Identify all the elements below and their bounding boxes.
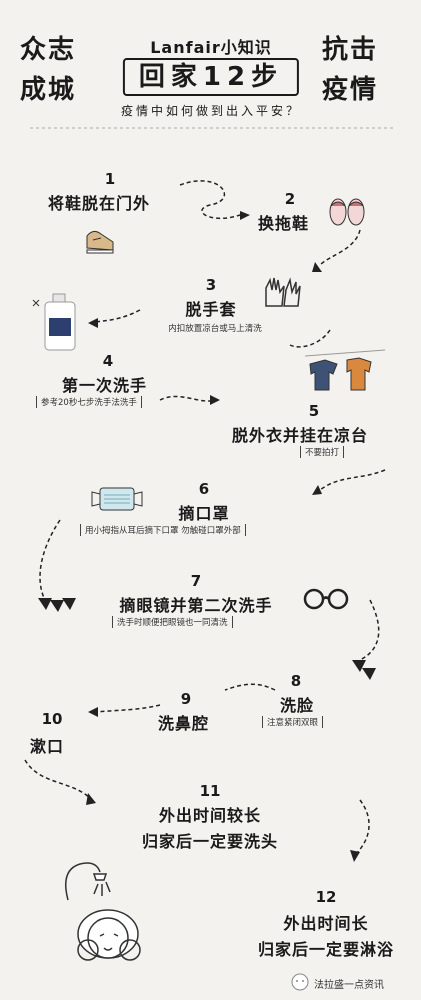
step-2-number: 2 <box>284 190 296 208</box>
step-8-number: 8 <box>290 672 302 690</box>
arrow-8-9 <box>224 683 276 691</box>
page-title: 回家12步 <box>122 58 300 96</box>
arrow-1-2 <box>179 180 241 220</box>
step-3-number: 3 <box>205 276 217 294</box>
step-6-note: 用小拇指从耳后摘下口罩 勿触碰口罩外部 <box>80 524 246 536</box>
arrow-5-6 <box>319 469 386 491</box>
step-11-number: 11 <box>199 782 221 800</box>
step-11-title-line2: 归家后一定要洗头 <box>141 832 279 851</box>
step-9-title: 洗鼻腔 <box>158 714 210 733</box>
step-10-number: 10 <box>41 710 63 728</box>
arrow-3-4 <box>94 309 141 323</box>
step-6-number: 6 <box>198 480 210 498</box>
arrow-11-12 <box>354 799 370 856</box>
step-7-note: 洗手时顺便把眼镜也一同清洗 <box>112 616 233 628</box>
step-11-title-line1: 外出时间较长 <box>158 806 262 825</box>
slippers-icon <box>329 198 365 226</box>
arrow-7-8 <box>359 599 380 661</box>
step-4-title: 第一次洗手 <box>62 376 148 395</box>
step-4-note: 参考20秒七步洗手法洗手 <box>36 396 142 408</box>
step-10-title: 漱口 <box>30 737 65 756</box>
slogan-top-right-1: 抗击 <box>322 35 379 65</box>
step-12-number: 12 <box>315 888 337 906</box>
subtitle-question: 疫情中如何做到出入平安？ <box>120 104 302 118</box>
step-12-title-line1: 外出时间长 <box>283 914 369 933</box>
step-7-number: 7 <box>190 572 202 590</box>
arrow-9-10 <box>94 704 161 713</box>
step-8-note: 注意紧闭双眼 <box>262 716 324 728</box>
step-7-title: 摘眼镜并第二次洗手 <box>119 596 273 615</box>
step-3-title: 脱手套 <box>185 300 237 319</box>
glasses-icon <box>303 588 349 610</box>
step-9-number: 9 <box>180 690 192 708</box>
step-5-number: 5 <box>308 402 320 420</box>
arrow-2-3 <box>319 229 361 266</box>
mask-icon <box>91 487 143 511</box>
step-1-title: 将鞋脱在门外 <box>48 194 151 213</box>
step-6-title: 摘口罩 <box>178 504 230 523</box>
step-2-title: 换拖鞋 <box>258 214 310 233</box>
brand-name: Lanfair小知识 <box>150 38 272 57</box>
gloves-icon <box>265 277 301 307</box>
wechat-icon <box>291 973 309 991</box>
shower-person-icon <box>65 862 141 961</box>
step-5-note: 不要拍打 <box>300 446 345 458</box>
step-12-title-line2: 归家后一定要淋浴 <box>257 940 395 959</box>
arrow-6-7 <box>39 519 61 601</box>
slogan-top-right-2: 疫情 <box>322 75 379 105</box>
step-3-note: 内扣放置凉台或马上清洗 <box>168 324 262 334</box>
step-1-number: 1 <box>104 170 116 188</box>
step-5-title: 脱外衣并挂在凉台 <box>232 426 369 445</box>
shoes-icon <box>86 230 114 254</box>
sanitizer-bottle-icon <box>32 293 76 351</box>
slogan-top-left-2: 成城 <box>20 75 77 105</box>
step-4-number: 4 <box>102 352 114 370</box>
slogan-top-left-1: 众志 <box>20 35 77 65</box>
clothes-hanger-icon <box>304 349 386 391</box>
watermark-text: 法拉盛一点资讯 <box>314 980 384 991</box>
arrow-4-5 <box>159 395 216 402</box>
arrow-10-11 <box>24 759 91 799</box>
step-8-title: 洗脸 <box>280 696 315 715</box>
